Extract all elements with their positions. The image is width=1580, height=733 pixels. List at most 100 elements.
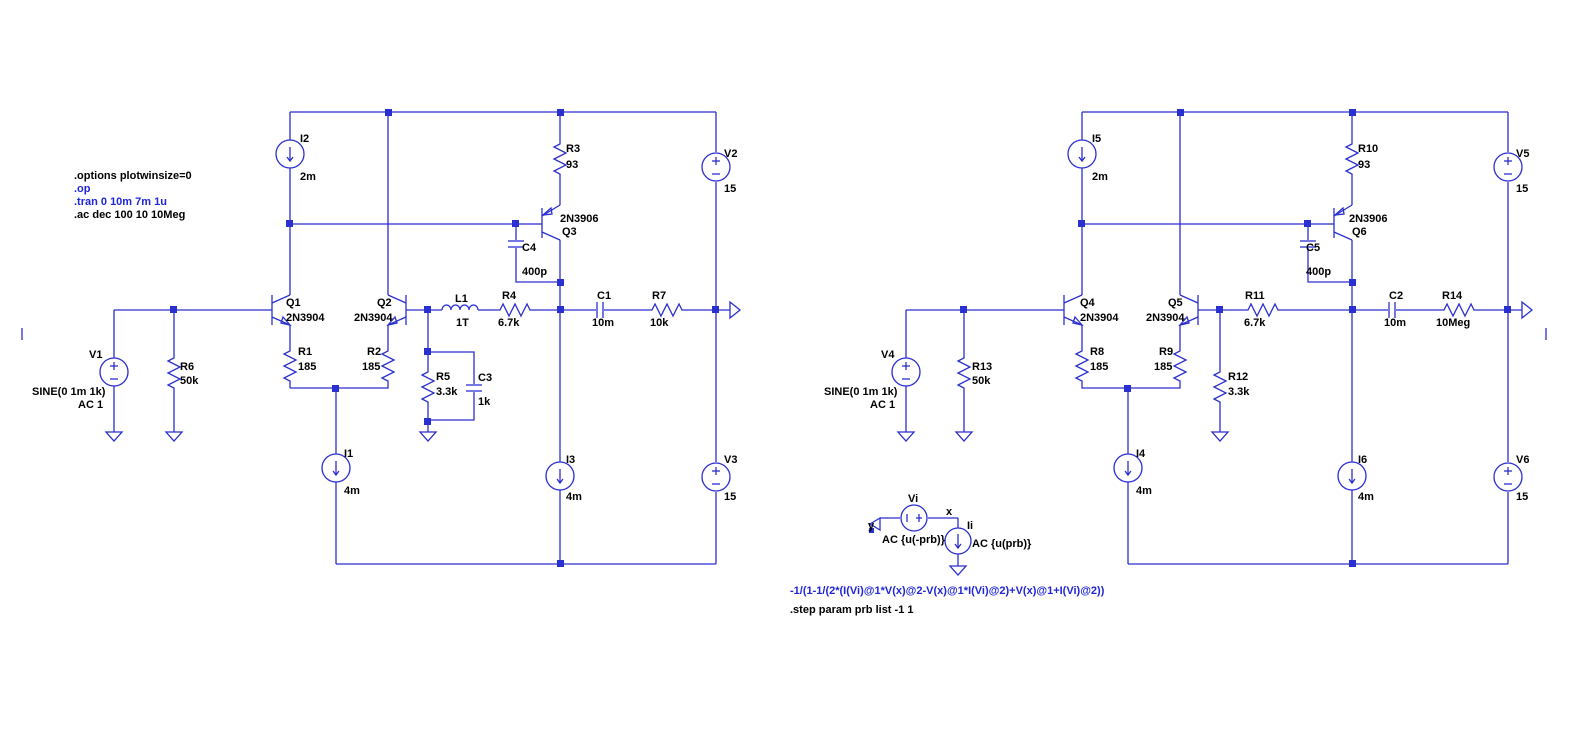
label-I6-name: I6 [1358,454,1367,466]
resistor-R2[interactable] [381,344,395,388]
label-I3-value: 4m [566,491,582,503]
capacitor-C3[interactable] [466,384,482,392]
transistor-Q5[interactable] [1178,294,1199,327]
label-C5-value: 400p [1306,266,1331,278]
label-Q6-name: Q6 [1352,226,1367,238]
resistor-R8[interactable] [1075,344,1089,388]
voltage-source-V3[interactable] [701,462,731,492]
label-V4-name: V4 [881,349,895,361]
transistor-Q3[interactable] [530,204,561,241]
ground-icon [949,565,967,576]
label-Vi-name: Vi [908,493,918,505]
inductor-L1[interactable] [441,304,479,311]
label-V5-name: V5 [1516,148,1529,160]
label-R9-value: 185 [1154,361,1172,373]
output-port-icon [1521,300,1534,320]
label-R2-name: R2 [367,346,381,358]
label-R14-name: R14 [1442,290,1463,302]
voltage-source-V4[interactable] [891,357,921,387]
label-C3-name: C3 [478,372,492,384]
label-R4-value: 6.7k [498,317,520,329]
ground-icon [1211,431,1229,442]
resistor-R13[interactable] [957,351,971,395]
label-R8-value: 185 [1090,361,1108,373]
capacitor-C1[interactable] [596,302,604,318]
resistor-R7[interactable] [645,303,689,317]
resistor-R4[interactable] [493,303,537,317]
ground-icon [419,431,437,442]
right-circuit: I5 2m R10 93 V5 15 2N3906 Q6 C5 400p Q4 … [824,109,1547,567]
resistor-R1[interactable] [283,344,297,388]
label-C1-name: C1 [597,290,611,302]
label-I4-value: 4m [1136,485,1152,497]
label-V3-value: 15 [724,491,736,503]
ground-icon [105,431,123,442]
label-C4-name: C4 [522,242,537,254]
label-R3-value: 93 [566,159,578,171]
label-R6-name: R6 [180,361,194,373]
label-Q3-name: Q3 [562,226,577,238]
label-R10-name: R10 [1358,143,1378,155]
resistor-R14[interactable] [1437,303,1481,317]
label-I3-name: I3 [566,454,575,466]
voltage-source-V1[interactable] [99,357,129,387]
label-R7-name: R7 [652,290,666,302]
label-Q1-name: Q1 [286,297,301,309]
label-R1-value: 185 [298,361,316,373]
label-C1-value: 10m [592,317,614,329]
transistor-Q6[interactable] [1322,204,1353,241]
label-V4-value2: AC 1 [870,399,895,411]
label-I1-value: 4m [344,485,360,497]
label-Q2-model: 2N3904 [354,312,393,324]
resistor-R11[interactable] [1241,303,1285,317]
label-V1-value1: SINE(0 1m 1k) [32,386,106,398]
transistor-Q2[interactable] [386,294,407,327]
label-I1-name: I1 [344,448,353,460]
label-R1-name: R1 [298,346,312,358]
label-C3-value: 1k [478,396,491,408]
label-R3-name: R3 [566,143,580,155]
label-R5-value: 3.3k [436,386,458,398]
capacitor-C4[interactable] [508,240,524,248]
resistor-R9[interactable] [1173,344,1187,388]
ground-icon [955,431,973,442]
label-C5-name: C5 [1306,242,1320,254]
voltage-source-Vi[interactable] [900,504,928,532]
resistor-R10[interactable] [1345,137,1359,181]
label-I6-value: 4m [1358,491,1374,503]
resistor-R12[interactable] [1213,365,1227,409]
label-R12-name: R12 [1228,371,1248,383]
ground-icon [897,431,915,442]
label-R6-value: 50k [180,375,199,387]
label-Q4-model: 2N3904 [1080,312,1119,324]
label-V1-name: V1 [89,349,102,361]
label-R5-name: R5 [436,371,450,383]
capacitor-C5[interactable] [1300,240,1316,248]
directive-ac: .ac dec 100 10 10Meg [74,209,185,221]
label-Q4-name: Q4 [1080,297,1096,309]
label-Q5-name: Q5 [1168,297,1183,309]
label-V1-value2: AC 1 [78,399,103,411]
label-R10-value: 93 [1358,159,1370,171]
directive-tran: .tran 0 10m 7m 1u [74,196,167,208]
transistor-Q4[interactable] [1063,294,1084,327]
label-R8-name: R8 [1090,346,1104,358]
label-R4-name: R4 [502,290,517,302]
label-R2-value: 185 [362,361,380,373]
resistor-R6[interactable] [167,351,181,395]
transistor-Q1[interactable] [271,294,292,327]
resistor-R5[interactable] [421,365,435,409]
probe-circuit: Vi AC {u(-prb)} x y Ii AC {u(prb)} -1/(1… [790,493,1105,616]
current-source-I3[interactable] [545,461,575,491]
resistor-R3[interactable] [553,137,567,181]
label-R14-value: 10Meg [1436,317,1470,329]
label-R13-name: R13 [972,361,992,373]
directive-step: .step param prb list -1 1 [790,604,913,616]
current-source-I6[interactable] [1337,461,1367,491]
voltage-source-V6[interactable] [1493,462,1523,492]
label-Ii-value: AC {u(prb)} [972,538,1032,550]
directive-op: .op [74,183,91,195]
capacitor-C2[interactable] [1388,302,1396,318]
label-R11-name: R11 [1245,290,1265,302]
